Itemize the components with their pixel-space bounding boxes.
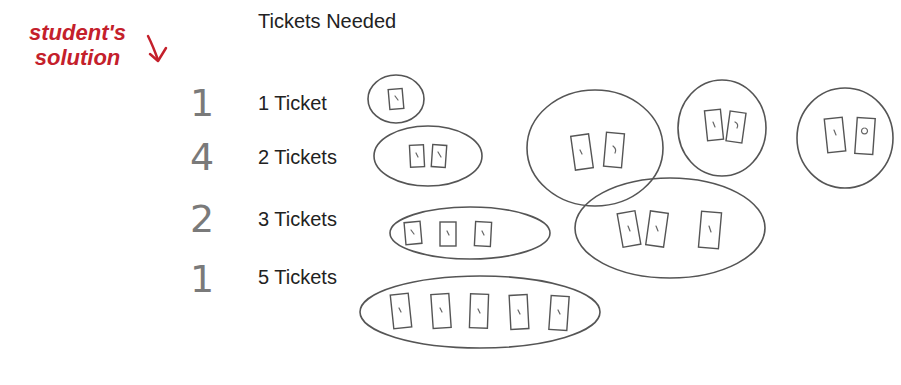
student-answer: 1 bbox=[190, 82, 214, 126]
ticket bbox=[440, 222, 456, 246]
student-answer: 2 bbox=[190, 198, 214, 242]
group-circle bbox=[374, 126, 482, 186]
ticket bbox=[604, 132, 625, 167]
ticket bbox=[726, 111, 746, 143]
ticket bbox=[824, 117, 845, 153]
ticket bbox=[855, 117, 875, 154]
ticket bbox=[646, 211, 669, 247]
student-answer: 1 bbox=[190, 258, 214, 302]
student-answer: 4 bbox=[190, 136, 214, 180]
ticket bbox=[431, 293, 451, 328]
group-circle bbox=[527, 90, 663, 206]
row-label: 3 Tickets bbox=[258, 208, 337, 231]
group-circle bbox=[360, 276, 600, 348]
ticket bbox=[390, 293, 411, 329]
group-circle bbox=[678, 80, 766, 176]
handwritten-note: student's solution bbox=[15, 20, 140, 71]
ticket bbox=[469, 294, 488, 329]
ticket bbox=[404, 221, 422, 244]
ticket bbox=[617, 211, 641, 248]
row-label: 5 Tickets bbox=[258, 266, 337, 289]
group-circle bbox=[390, 207, 550, 259]
ticket bbox=[409, 145, 424, 168]
ticket bbox=[704, 109, 723, 141]
ticket bbox=[388, 88, 404, 109]
row-label: 2 Tickets bbox=[258, 146, 337, 169]
row-label: 1 Ticket bbox=[258, 92, 327, 115]
ticket bbox=[509, 295, 529, 330]
ticket bbox=[549, 295, 569, 330]
ticket bbox=[431, 145, 447, 168]
ticket bbox=[698, 211, 721, 249]
ticket bbox=[474, 222, 491, 247]
group-circles bbox=[360, 75, 893, 348]
ticket-scribbles bbox=[395, 96, 868, 314]
group-circle bbox=[797, 88, 893, 188]
red-arrow bbox=[148, 36, 166, 61]
column-heading: Tickets Needed bbox=[258, 10, 396, 33]
group-circle bbox=[575, 178, 765, 278]
ticket bbox=[571, 134, 594, 170]
tickets bbox=[388, 88, 875, 330]
group-circle bbox=[368, 75, 424, 123]
